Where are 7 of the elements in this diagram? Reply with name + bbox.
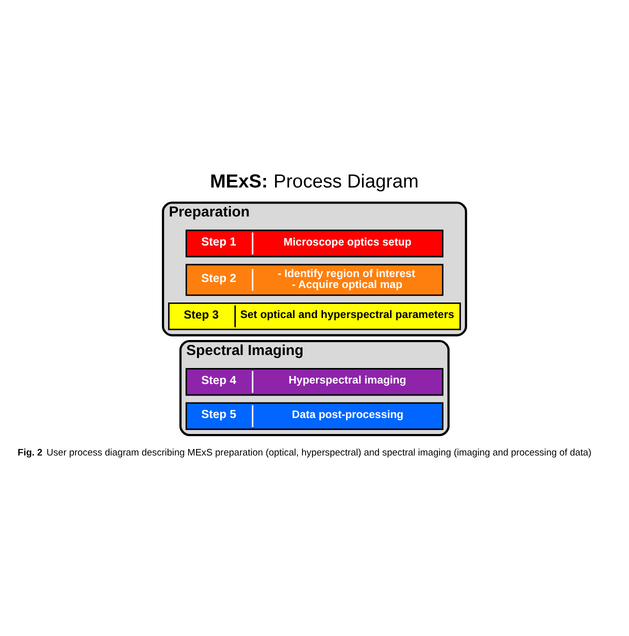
node-box: Step 1 Microscope optics setup — [186, 229, 444, 257]
diagram-title: MExS: Process Diagram — [210, 170, 419, 192]
node-box: Step 5 Data post-processing — [186, 402, 444, 430]
node-box: Step 4 Hyperspectral imaging — [186, 368, 444, 396]
node-box: Step 3 Set optical and hyperspectral parameters — [168, 302, 461, 330]
node-box: Step 2 - Identify region of interest - Acquire optical map — [186, 263, 444, 296]
caption: Fig. 2 User process diagram describing MExS preparation (optical, hyperspectral) and spectral imaging (imaging and processing of data) — [18, 447, 592, 458]
